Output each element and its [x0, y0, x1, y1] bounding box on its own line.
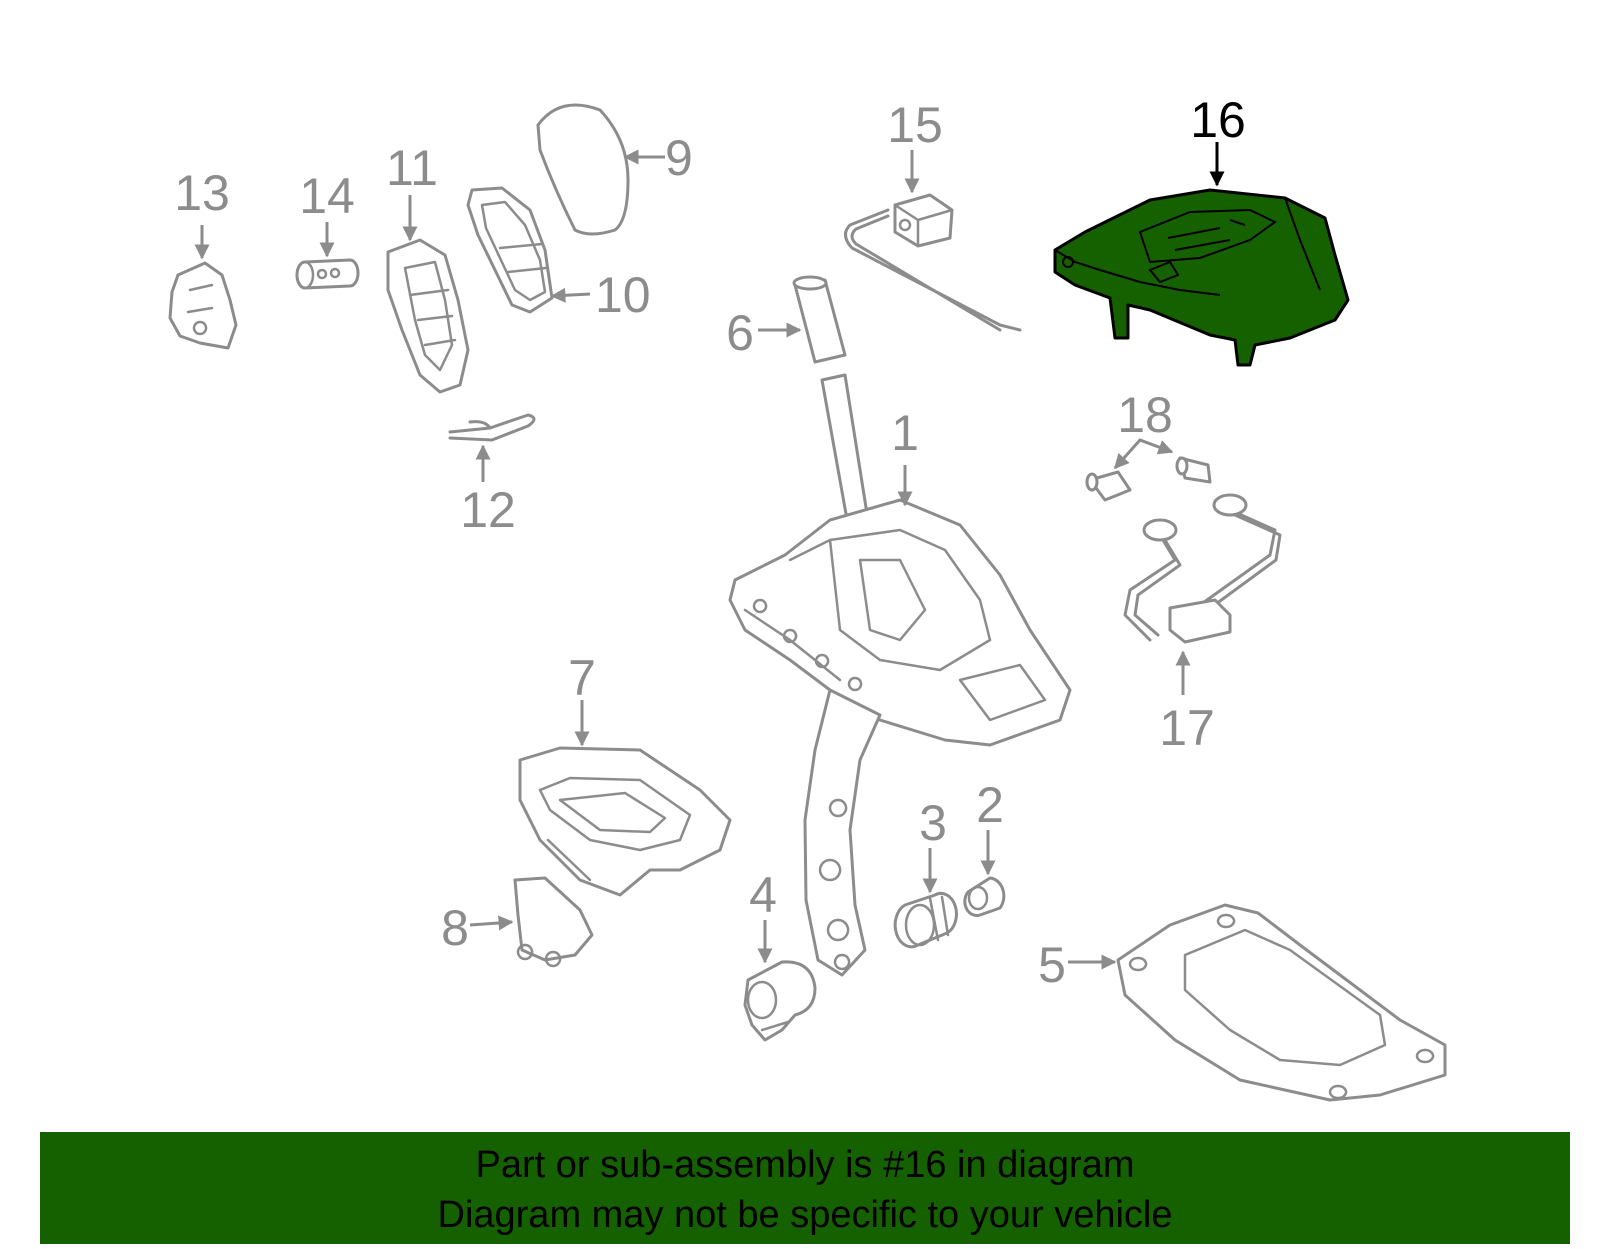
callout-10: 10	[595, 267, 651, 323]
callout-12: 12	[460, 482, 516, 538]
callout-6: 6	[726, 305, 754, 361]
callout-5: 5	[1038, 937, 1066, 993]
part-11[interactable]	[386, 238, 470, 394]
callout-17: 17	[1159, 700, 1215, 756]
part-10[interactable]	[466, 186, 554, 314]
banner-line-part: Part or sub-assembly is #16 in diagram	[475, 1144, 1135, 1186]
leader-8	[469, 915, 514, 931]
leader-10	[550, 287, 591, 303]
callout-8: 8	[441, 900, 469, 956]
callout-7: 7	[568, 650, 596, 706]
part-16[interactable]	[1053, 188, 1350, 367]
part-15[interactable]	[844, 193, 1022, 332]
callout-13: 13	[174, 165, 230, 221]
part-7[interactable]	[518, 746, 732, 897]
banner-line-disclaimer: Diagram may not be specific to your vehi…	[437, 1194, 1173, 1236]
info-banner: Part or sub-assembly is #16 in diagram D…	[40, 1132, 1570, 1244]
part-6[interactable]	[792, 275, 847, 364]
callout-18: 18	[1117, 387, 1173, 443]
callout-1: 1	[891, 405, 919, 461]
part-3[interactable]	[893, 891, 958, 949]
part-8[interactable]	[513, 876, 594, 968]
part-1[interactable]	[728, 373, 1072, 977]
part-2[interactable]	[963, 876, 1006, 917]
part-4[interactable]	[743, 960, 817, 1042]
callout-3: 3	[919, 795, 947, 851]
callout-2: 2	[976, 777, 1004, 833]
part-9[interactable]	[536, 103, 630, 236]
part-12[interactable]	[448, 413, 536, 442]
callout-14: 14	[299, 168, 355, 224]
callout-16: 16	[1190, 92, 1246, 148]
part-13[interactable]	[168, 261, 238, 350]
callout-9: 9	[665, 130, 693, 186]
leader-18	[1113, 438, 1174, 470]
part-14[interactable]	[295, 258, 360, 290]
callout-15: 15	[887, 97, 943, 153]
part-5[interactable]	[1116, 903, 1447, 1102]
part-18[interactable]	[1085, 456, 1212, 502]
callout-11: 11	[386, 140, 438, 196]
part-17[interactable]	[1123, 493, 1282, 644]
parts-diagram: 13 14 11 10 9 12 15	[168, 92, 1447, 1102]
callout-4: 4	[749, 867, 777, 923]
